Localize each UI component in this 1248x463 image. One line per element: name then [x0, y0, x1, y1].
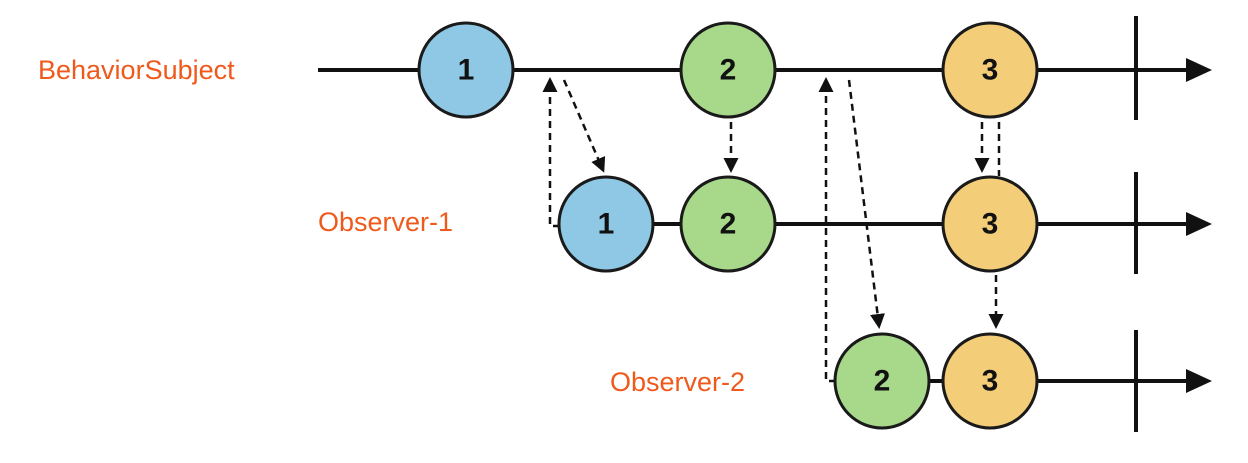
observer1-marble-3: 3 [941, 175, 1039, 273]
observer1-marble-1: 1 [557, 175, 655, 273]
marble-value: 2 [720, 54, 737, 87]
marble-circle [941, 175, 1039, 273]
marble-value: 1 [458, 54, 475, 87]
marble-circle [557, 175, 655, 273]
subject-marble-1: 1 [417, 21, 515, 119]
observer1-timeline-arrowhead [1186, 212, 1212, 236]
observer2-label: Observer-2 [610, 367, 746, 397]
marble-circle [941, 21, 1039, 119]
subject-timeline-arrowhead [1186, 58, 1212, 82]
emission-arrows [542, 77, 1004, 383]
marble-circle [941, 332, 1039, 430]
replay-1-to-observer1-arrow [562, 79, 606, 173]
subject-marble-2: 2 [679, 21, 777, 119]
marble-value: 3 [982, 208, 999, 241]
marble-value: 1 [598, 208, 615, 241]
observer2-marble-2: 2 [833, 332, 931, 430]
replay-2-to-observer2-arrow [847, 79, 885, 329]
subject-marble-3: 3 [941, 21, 1039, 119]
behavior-subject-label: BehaviorSubject [38, 55, 235, 85]
marble-value: 2 [874, 365, 891, 398]
observer1-subscribe-arrow [542, 77, 560, 228]
observer2-subscribe-arrow [818, 77, 836, 383]
marble-value: 2 [720, 208, 737, 241]
marble-circle [679, 175, 777, 273]
marble-circle [833, 332, 931, 430]
marble-value: 3 [982, 54, 999, 87]
observer2-timeline-arrowhead [1186, 369, 1212, 393]
observer1-marble-2: 2 [679, 175, 777, 273]
observer1-label: Observer-1 [318, 207, 454, 237]
marble-circle [679, 21, 777, 119]
marble-value: 3 [982, 365, 999, 398]
marble-circle [417, 21, 515, 119]
observer2-marble-3: 3 [941, 332, 1039, 430]
